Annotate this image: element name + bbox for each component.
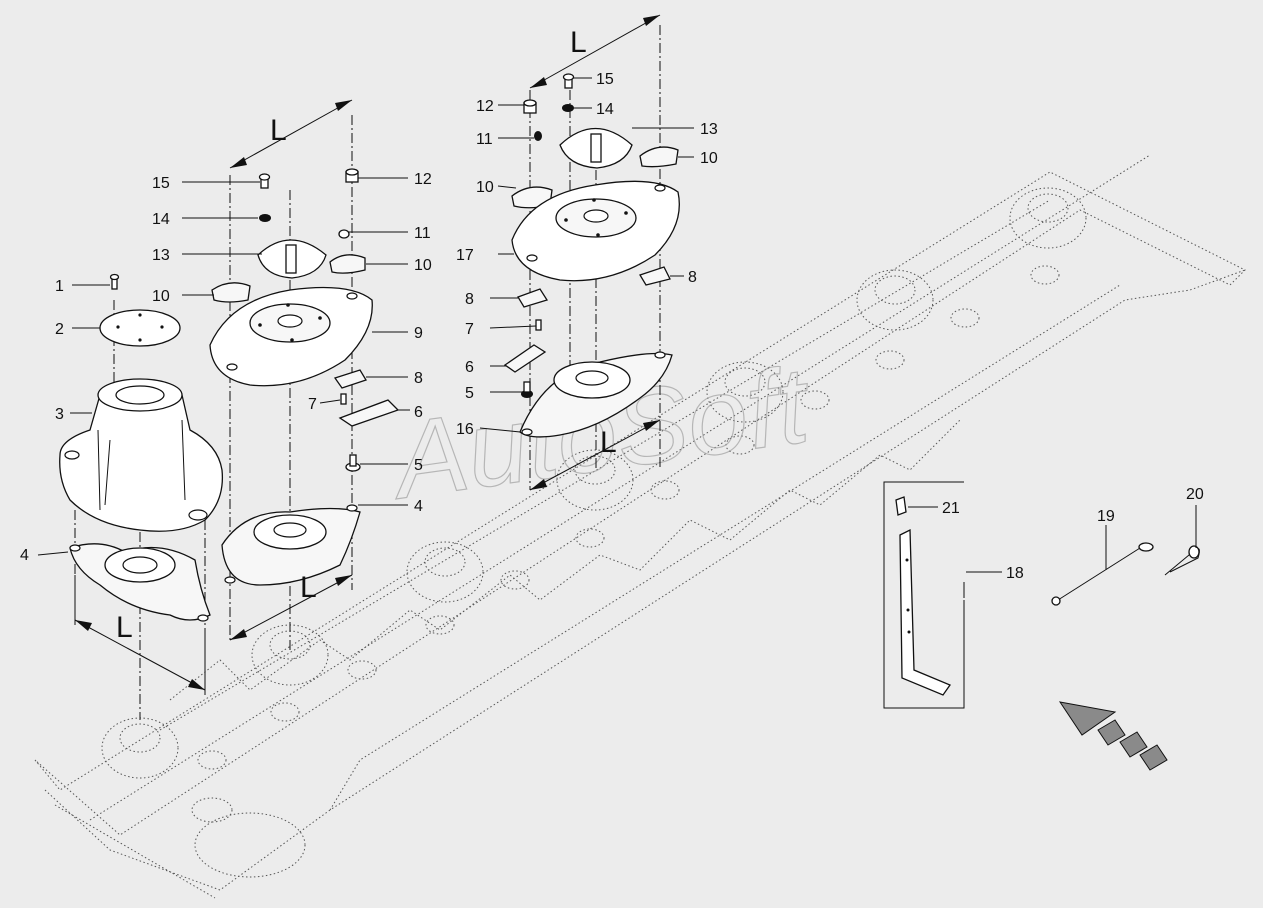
callout-10: 10 [152,288,170,305]
dimension-label: L [600,426,617,459]
part-7-bolt-right [535,319,542,331]
part-14-washer [259,214,271,222]
dimension-label: L [116,611,133,644]
callout-4: 4 [414,498,423,515]
part-15-bolt [258,173,271,189]
callout-14: 14 [596,101,614,118]
travel-direction-arrow [1058,701,1168,771]
part-10-blade-holder-left [211,282,251,303]
part-13-dome-cap [257,239,327,279]
callout-11: 11 [414,225,431,242]
part-21-clip [895,496,907,516]
part-1-screw [109,273,120,290]
callout-8: 8 [465,291,474,308]
callout-5: 5 [414,457,423,474]
part-4-left-base-plate [69,543,211,622]
part-5-bolt-right [521,381,533,398]
callout-2: 2 [55,321,64,338]
part-14-washer-right [562,104,574,112]
callout-5: 5 [465,385,474,402]
callout-13: 13 [152,247,170,264]
dimension-label: L [270,114,287,147]
callout-15: 15 [596,71,614,88]
part-12-nut [345,168,359,183]
callout-4: 4 [20,547,29,564]
left-drum-assembly: L [59,273,224,720]
leader-lines [37,77,1197,573]
part-15-bolt-right [562,73,575,89]
callout-8: 8 [414,370,423,387]
callout-17: 17 [456,247,474,264]
dimension-right-top: L [529,14,661,89]
callout-6: 6 [414,404,423,421]
callout-19: 19 [1097,508,1115,525]
part-8-plate-right [639,266,671,286]
callout-numbers: 1 2 3 4 4 5 5 6 6 7 7 8 8 8 9 10 10 10 1… [20,71,1204,582]
part-11-spacer [338,229,350,239]
part-10-blade-holder-right-2 [639,146,679,168]
part-9-cutting-disc [209,286,373,387]
callout-20: 20 [1186,486,1204,503]
callout-8: 8 [688,269,697,286]
callout-10: 10 [414,257,432,274]
part-16-base-plate [519,351,673,438]
callout-18: 18 [1006,565,1024,582]
callout-10: 10 [700,150,718,167]
dimension-label: L [300,571,317,604]
part-12-nut-right [523,99,537,114]
cutter-bar [34,154,1246,899]
dimension-left-bottom: L [74,575,206,695]
callout-9: 9 [414,325,423,342]
part-13-dome-cap-right [559,127,633,169]
part-6-blade [338,399,400,427]
part-8-plate-left [517,288,549,308]
right-disc-assembly: L [503,14,680,491]
bar-gear-row [197,265,1060,770]
part-18-wear-strip [899,528,951,696]
part-4-middle-base-plate [221,504,361,586]
callout-3: 3 [55,406,64,423]
callout-12: 12 [414,171,432,188]
callout-10: 10 [476,179,494,196]
callout-7: 7 [308,396,317,413]
callout-1: 1 [55,278,64,295]
inset-box [883,481,965,709]
callout-14: 14 [152,211,170,228]
dimension-middle-bottom: L [229,571,353,641]
callout-6: 6 [465,359,474,376]
callout-11: 11 [476,131,493,148]
part-19-cable [1051,542,1154,606]
part-11-spacer-right [534,131,542,141]
callout-15: 15 [152,175,170,192]
part-7-bolt [340,393,347,405]
dimension-right-bottom: L [529,419,661,491]
part-20-clip [1164,545,1200,576]
callout-21: 21 [942,500,960,517]
part-5-bolt [345,454,361,472]
part-3-drum-cone [59,378,224,532]
part-2-cover-plate [99,309,181,347]
callout-16: 16 [456,421,474,438]
part-17-cutting-disc [511,180,680,282]
part-6-blade-right [503,344,547,373]
middle-disc-assembly: L [209,99,400,650]
callout-7: 7 [465,321,474,338]
callout-13: 13 [700,121,718,138]
dimension-middle-top: L [229,99,353,169]
callout-12: 12 [476,98,494,115]
part-8-plate-upper [333,369,367,389]
part-10-blade-holder-right [329,254,366,274]
dimension-label: L [570,26,587,59]
